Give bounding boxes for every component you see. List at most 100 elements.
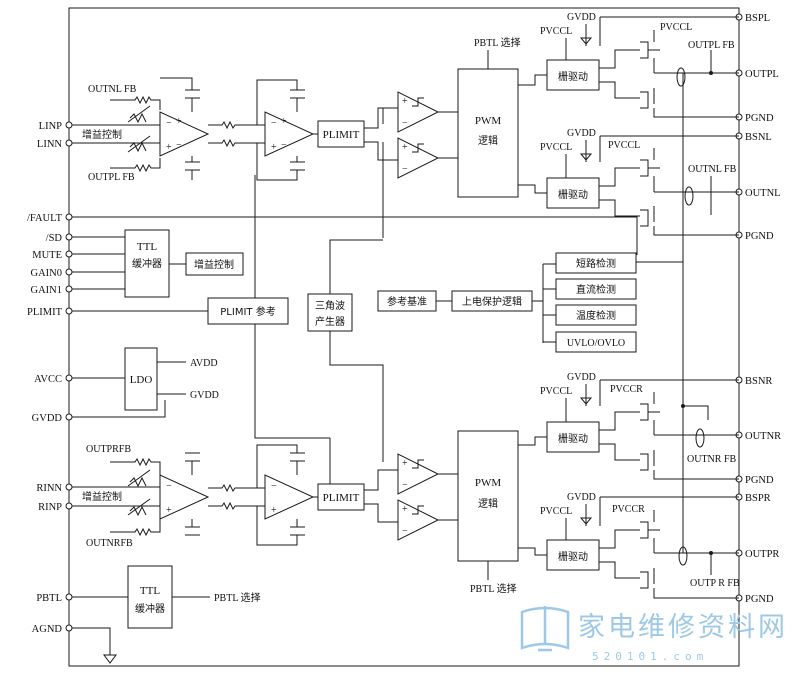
pin-pbtl: PBTL [36,593,62,604]
tri-gen-label-1: 三角波 [315,299,345,312]
plimit-left-box [317,120,365,148]
ref-bias-label: 参考基准 [387,295,427,308]
pwm-left-label: PWM [475,115,502,127]
pvccr-1: PVCCR [610,384,643,395]
svg-text:+: + [271,505,277,516]
gvdd-3: GVDD [567,372,596,383]
svg-text:+: + [176,116,182,127]
ldo-box [124,347,158,411]
gate-driver-1-label: 栅驱动 [558,70,588,83]
outnr-fb-label: OUTNRFB [86,538,133,549]
pin-pgnd-2: PGND [745,231,774,242]
uvlo-ovlo-label: UVLO/OVLO [567,338,625,349]
gate-driver-4-label: 栅驱动 [558,550,588,563]
pvccr-2: PVCCR [612,504,645,515]
left-comparators: + − + − [382,91,458,238]
buffer-1-label: 缓冲器 [132,257,162,270]
short-detect-box [555,252,637,274]
chip-outline [68,7,740,667]
ttl-1-label: TTL [137,241,157,253]
svg-text:+: + [166,505,172,516]
left-output-stage: PVCCL GVDD 栅驱动 PVCCL OUTPL FB PVCCL GVDD… [518,12,739,236]
svg-text:−: − [166,118,172,129]
pin-sd: /SD [46,233,63,244]
svg-text:−: − [166,481,172,492]
plimit-right-label: PLIMIT [323,492,360,504]
svg-text:−: − [271,118,277,129]
pvccl-5: PVCCL [540,386,572,397]
ldo-label: LDO [130,374,153,386]
ldo-section: LDO AVDD GVDD [72,347,219,418]
gain-ctrl-right: 增益控制 [82,490,122,503]
short-detect-label: 短路检测 [576,257,616,270]
pin-agnd: AGND [32,624,63,635]
pin-pgnd-3: PGND [745,475,774,486]
svg-text:+: + [402,96,408,107]
pin-gain0: GAIN0 [31,268,63,279]
power-protect-label: 上电保护逻辑 [462,295,522,308]
svg-text:+: + [166,142,172,153]
outpr-fb-label: OUTPRFB [86,444,131,455]
pin-outnl: OUTNL [745,188,781,199]
gate-driver-2 [546,177,600,209]
outnr-fb-right: OUTNR FB [687,454,737,465]
logic-left-label: 逻辑 [478,134,498,147]
pvccl-6: PVCCL [540,506,572,517]
svg-text:−: − [402,480,408,491]
pbtl-section: TTL 缓冲器 PBTL 选择 [72,565,261,664]
pin-rinn: RINN [36,483,62,494]
gvdd-ldo-label: GVDD [190,390,219,401]
gvdd-4: GVDD [567,492,596,503]
pin-rinp: RINP [38,502,62,513]
plimit-left-label: PLIMIT [323,129,360,141]
pin-bspr: BSPR [745,493,771,504]
pvccl-1: PVCCL [540,26,572,37]
pin-bspl: BSPL [745,13,770,24]
pin-gain1: GAIN1 [31,285,63,296]
pvccl-4: PVCCL [608,140,640,151]
right-output-stage: PVCCL GVDD 栅驱动 PVCCR OUTNR FB PVCCL GVDD… [518,372,740,599]
logic-right-label: 逻辑 [478,497,498,510]
temp-detect-label: 温度检测 [576,309,616,322]
svg-text:+: + [402,142,408,153]
pin-bsnr: BSNR [745,376,772,387]
pin-linp: LINP [39,121,62,132]
pwm-right-label: PWM [475,477,502,489]
gate-driver-2-label: 栅驱动 [558,188,588,201]
outpl-fb-label: OUTPL FB [88,172,135,183]
gain-ctrl-left: 增益控制 [82,128,122,141]
pin-linn: LINN [37,139,62,150]
gate-driver-3 [546,421,600,453]
svg-text:−: − [176,140,182,151]
svg-text:−: − [402,118,408,129]
gvdd-1: GVDD [567,12,596,23]
right-pins: BSPL OUTPL PGND BSNL OUTNL PGND BSNR OUT… [735,13,781,605]
right-comparators: + − + − [397,453,458,541]
gain-ctrl-box-label: 增益控制 [194,258,234,271]
pin-pgnd-1: PGND [745,113,774,124]
pvccl-3: PVCCL [540,142,572,153]
outnl-fb-right: OUTNL FB [688,164,737,175]
pin-gvdd: GVDD [32,413,63,424]
avdd-label: AVDD [190,358,218,369]
watermark-sub: 520101.com [592,650,708,663]
buffer-2-label: 缓冲器 [135,602,165,615]
pin-mute: MUTE [32,250,62,261]
outnl-fb-label: OUTNL FB [88,84,137,95]
pwm-logic-left [457,68,519,198]
pin-bsnl: BSNL [745,132,772,143]
gate-driver-4 [546,539,600,571]
left-input-stage: OUTNL FB OUTPL FB 增益控制 − + + − − + + − P… [72,77,398,183]
ttl-buffer-2 [127,565,173,629]
pbtl-select-top: PBTL 选择 [474,36,521,49]
dc-detect-label: 直流检测 [576,283,616,296]
tri-gen-label-2: 产生器 [315,315,345,328]
svg-text:−: − [271,481,277,492]
pin-outpl: OUTPL [745,69,779,80]
watermark: 家电维修资料网 520101.com [520,606,785,663]
pbtl-select-ttl: PBTL 选择 [214,591,261,604]
svg-text:+: + [271,142,277,153]
outpl-fb-right: OUTPL FB [688,40,735,51]
svg-text:−: − [281,140,287,151]
